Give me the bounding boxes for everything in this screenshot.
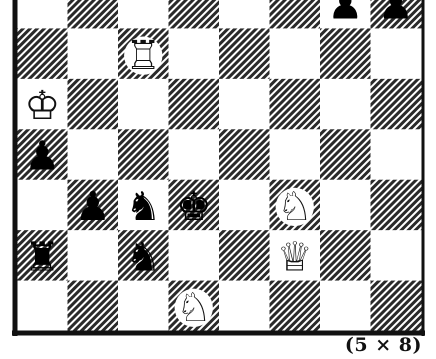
black-knight-glyph: ♞ [125, 184, 161, 230]
dark-square [68, 0, 119, 29]
white-queen-icon: ♕ [276, 234, 314, 280]
light-square [371, 230, 422, 281]
white-knight-icon: ♘ [276, 184, 314, 230]
light-square [320, 180, 371, 231]
dark-square [371, 79, 422, 130]
light-square [17, 180, 68, 231]
dark-square [219, 230, 270, 281]
light-square [219, 79, 270, 130]
board-squares [17, 0, 422, 332]
dark-square [371, 281, 422, 332]
light-square [68, 28, 119, 79]
black-rook-glyph: ♜ [24, 234, 60, 280]
dark-square [270, 0, 321, 29]
black-pawn-glyph: ♟ [327, 0, 363, 28]
dark-square [371, 180, 422, 231]
light-square [320, 281, 371, 332]
black-pawn-icon: ♟ [24, 134, 60, 180]
black-pawn-icon: ♟ [327, 0, 363, 28]
white-king-icon: ♔ [23, 83, 61, 129]
black-pawn-glyph: ♟ [75, 184, 111, 230]
black-pawn-icon: ♟ [75, 184, 111, 230]
dark-square [169, 0, 220, 29]
light-square [17, 281, 68, 332]
dark-square [320, 28, 371, 79]
light-square [169, 28, 220, 79]
dark-square [320, 230, 371, 281]
black-knight-icon: ♞ [125, 184, 161, 230]
light-square [17, 0, 68, 29]
dark-square [219, 28, 270, 79]
black-pawn-glyph: ♟ [378, 0, 414, 28]
light-square [219, 180, 270, 231]
white-knight-icon: ♘ [175, 285, 213, 331]
dark-square [17, 28, 68, 79]
white-queen-glyph: ♕ [277, 234, 313, 280]
black-knight-icon: ♞ [125, 234, 161, 280]
white-rook-glyph: ♖ [125, 33, 161, 79]
black-pawn-glyph: ♟ [24, 134, 60, 180]
white-king-glyph: ♔ [24, 83, 60, 129]
light-square [219, 281, 270, 332]
light-square [169, 230, 220, 281]
black-rook-icon: ♜ [24, 234, 60, 280]
dark-square [270, 79, 321, 130]
dark-square [169, 79, 220, 130]
dark-square [118, 129, 169, 180]
light-square [320, 79, 371, 130]
light-square [118, 0, 169, 29]
black-pawn-icon: ♟ [378, 0, 414, 28]
light-square [270, 28, 321, 79]
light-square [371, 28, 422, 79]
light-square [270, 129, 321, 180]
light-square [118, 281, 169, 332]
black-king-glyph: ♚ [176, 184, 212, 230]
dark-square [219, 129, 270, 180]
diagram-caption: (5 × 8) [345, 334, 422, 356]
light-square [169, 129, 220, 180]
light-square [219, 0, 270, 29]
dark-square [68, 79, 119, 130]
white-knight-glyph: ♘ [277, 184, 313, 230]
light-square [371, 129, 422, 180]
dark-square [68, 281, 119, 332]
dark-square [320, 129, 371, 180]
black-king-icon: ♚ [176, 184, 212, 230]
white-knight-glyph: ♘ [176, 285, 212, 331]
light-square [68, 230, 119, 281]
light-square [68, 129, 119, 180]
black-knight-glyph: ♞ [125, 234, 161, 280]
dark-square [270, 281, 321, 332]
light-square [118, 79, 169, 130]
white-rook-icon: ♖ [124, 33, 162, 79]
